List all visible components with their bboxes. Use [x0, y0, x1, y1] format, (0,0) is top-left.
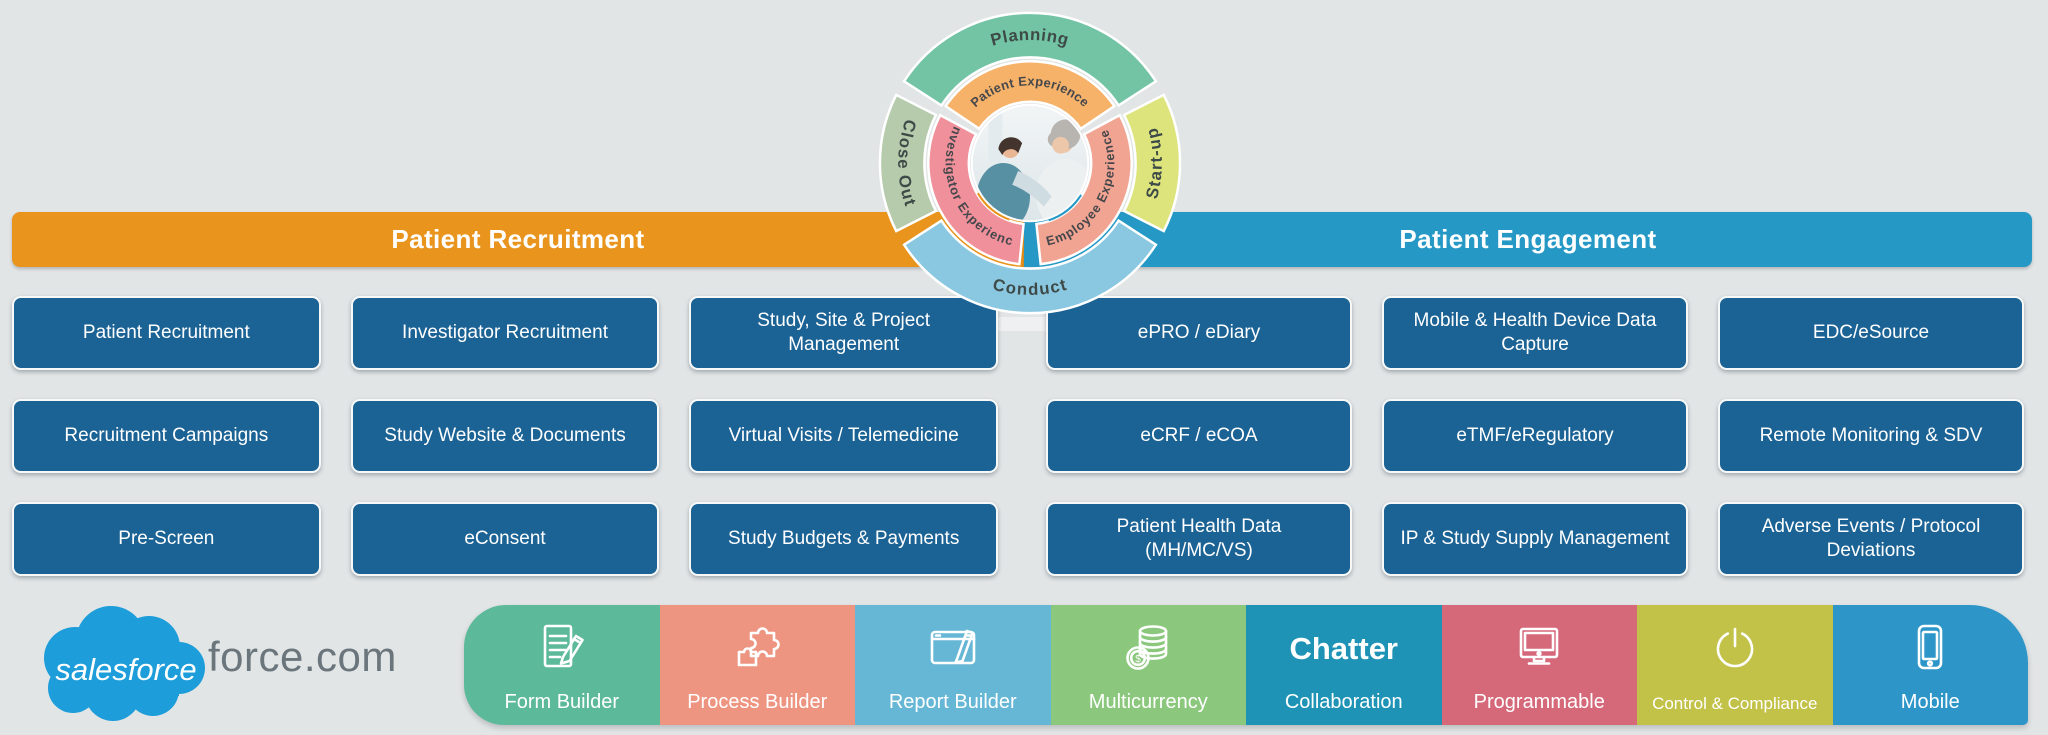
tile-report-builder: Report Builder: [855, 605, 1051, 725]
tile-mobile: Mobile: [1832, 605, 2028, 725]
module-ecrf-ecoa: eCRF / eCOA: [1046, 399, 1352, 473]
segment-closeout: [878, 93, 938, 233]
salesforce-logo: salesforce: [44, 606, 205, 721]
tile-form-builder: Form Builder: [464, 605, 660, 725]
module-ip-study-supply-management: IP & Study Supply Management: [1382, 502, 1688, 576]
report-builder-icon: [930, 629, 976, 665]
module-adverse-events-protocol-deviations: Adverse Events / Protocol Deviations: [1718, 502, 2024, 576]
monitor-icon: [1519, 627, 1559, 665]
module-study-website-documents: Study Website & Documents: [350, 399, 660, 473]
module-study-site-project-management: Study, Site & Project Management: [689, 296, 999, 370]
patient-engagement-modules: ePRO / eDiary Mobile & Health Device Dat…: [1046, 296, 2024, 576]
tile-control-compliance: Control & Compliance: [1637, 605, 1833, 725]
module-etmf-eregulatory: eTMF/eRegulatory: [1382, 399, 1688, 473]
tile-multicurrency-label: Multicurrency: [1088, 691, 1208, 713]
module-virtual-visits-telemedicine: Virtual Visits / Telemedicine: [689, 399, 999, 473]
chatter-title: Chatter: [1289, 631, 1398, 666]
tile-mobile-label: Mobile: [1900, 691, 1960, 713]
form-builder-icon: [543, 624, 584, 668]
patient-engagement-header: Patient Engagement: [1024, 212, 2032, 267]
forcecom-platform-strip: Form Builder Process Builder Report Buil…: [464, 605, 2028, 725]
tile-report-builder-label: Report Builder: [888, 691, 1017, 713]
svg-text:Start-up: Start-up: [1142, 125, 1166, 200]
study-lifecycle-wheel: Planning Start-up Conduct Close Out Pati…: [872, 5, 1182, 315]
module-epro-ediary: ePRO / eDiary: [1046, 296, 1352, 370]
module-edc-esource: EDC/eSource: [1718, 296, 2024, 370]
tile-process-builder: Process Builder: [659, 605, 855, 725]
module-mobile-health-device-data-capture: Mobile & Health Device Data Capture: [1382, 296, 1688, 370]
tile-programmable: Programmable: [1441, 605, 1637, 725]
segment-startup: [1122, 93, 1182, 233]
patient-recruitment-modules: Patient Recruitment Investigator Recruit…: [12, 296, 999, 576]
forcecom-wordmark: force.com: [208, 633, 397, 680]
tile-process-builder-label: Process Builder: [687, 691, 828, 713]
salesforce-wordmark: salesforce: [55, 652, 196, 687]
tile-control-compliance-label: Control & Compliance: [1652, 694, 1818, 713]
tile-chatter-label: Collaboration: [1284, 691, 1403, 713]
smartphone-icon: [1917, 624, 1943, 670]
patient-recruitment-header-label: Patient Recruitment: [391, 224, 645, 254]
segment-patient-experience: [943, 60, 1117, 131]
caregiver-patient-photo: [972, 105, 1088, 221]
segment-planning: [902, 11, 1158, 108]
module-patient-recruitment: Patient Recruitment: [12, 296, 321, 370]
circle-base-tab: [998, 317, 1046, 331]
segment-conduct: [902, 218, 1158, 315]
svg-text:$: $: [1135, 654, 1141, 665]
segment-employee-experience: [1035, 113, 1133, 266]
tile-chatter: Chatter Collaboration: [1246, 605, 1442, 725]
startup-label: Start-up: [1142, 125, 1165, 200]
coins-icon: $: [1126, 625, 1168, 670]
module-recruitment-campaigns: Recruitment Campaigns: [12, 399, 321, 473]
module-pre-screen: Pre-Screen: [12, 502, 321, 576]
patient-recruitment-header: Patient Recruitment: [12, 212, 1024, 267]
tile-programmable-label: Programmable: [1473, 691, 1605, 713]
tile-multicurrency: $ Multicurrency: [1050, 605, 1246, 725]
patient-engagement-header-label: Patient Engagement: [1399, 224, 1657, 254]
module-patient-health-data: Patient Health Data (MH/MC/VS): [1046, 502, 1352, 576]
module-investigator-recruitment: Investigator Recruitment: [350, 296, 660, 370]
tile-form-builder-label: Form Builder: [504, 691, 619, 713]
module-econsent: eConsent: [350, 502, 660, 576]
module-study-budgets-payments: Study Budgets & Payments: [689, 502, 999, 576]
power-icon: [1716, 627, 1754, 668]
module-remote-monitoring-sdv: Remote Monitoring & SDV: [1718, 399, 2024, 473]
puzzle-icon: [737, 627, 781, 667]
